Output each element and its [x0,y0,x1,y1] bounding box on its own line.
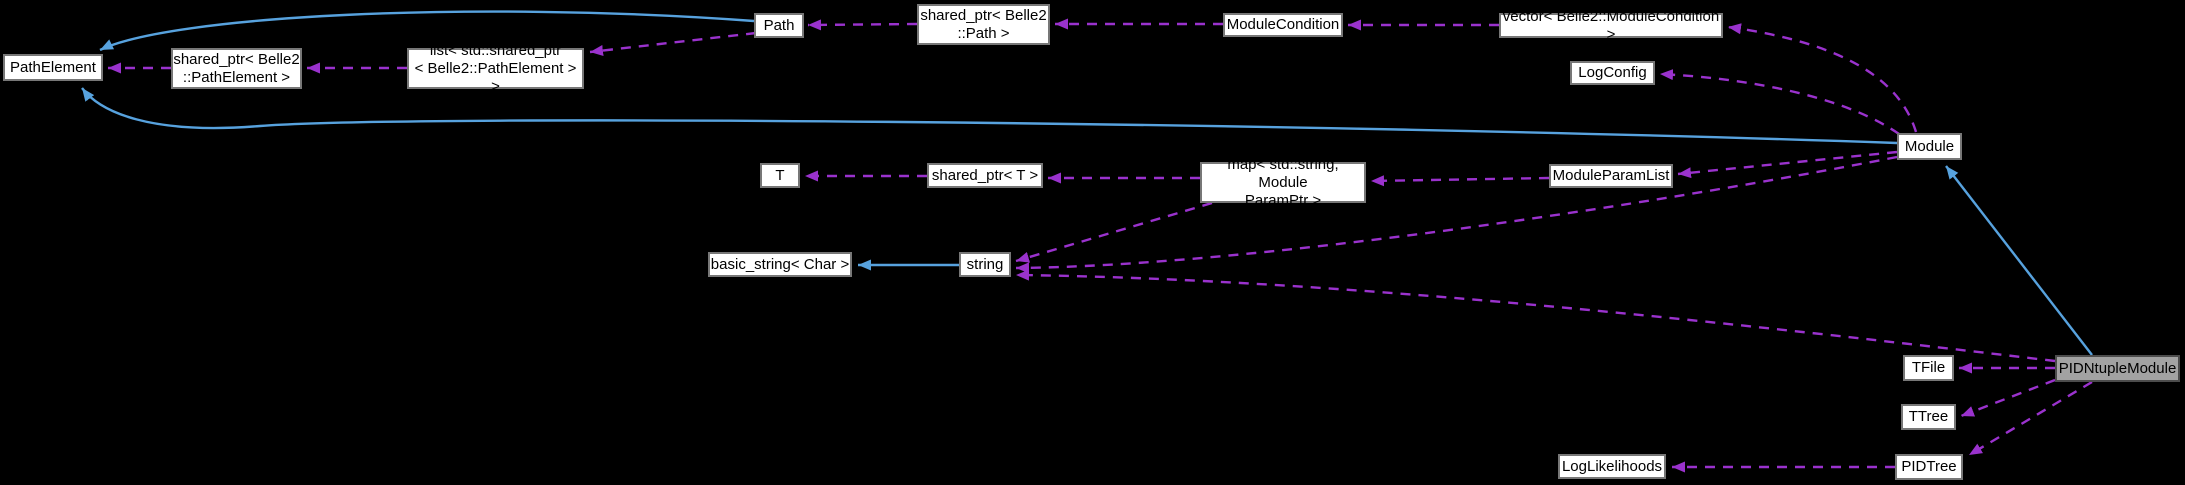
edge-path-to-list [589,31,757,56]
edge-module-to-vector [1727,23,1918,133]
node-modulecondition[interactable]: ModuleCondition [1223,13,1343,37]
edge-path-to-pathelement [99,10,755,52]
edge-moduleparamlist-to-map [1370,175,1550,187]
edge-pidntuplemodule-to-module [1945,165,2093,356]
node-t[interactable]: T [760,163,800,188]
node-path[interactable]: Path [754,13,804,38]
edge-map-to-string [1015,201,1213,263]
node-loglikelihoods[interactable]: LogLikelihoods [1558,454,1666,479]
node-list-shared-ptr-pathelement[interactable]: list< std::shared_ptr < Belle2::PathElem… [407,42,584,95]
node-shared-ptr-t[interactable]: shared_ptr< T > [927,163,1043,188]
node-string[interactable]: string [959,252,1011,277]
edge-module-to-moduleparamlist [1677,150,1898,179]
edge-module-to-logconfig [1659,69,1900,135]
edge-sppath-to-path [807,19,918,31]
node-shared-ptr-path[interactable]: shared_ptr< Belle2 ::Path > [917,4,1050,45]
edge-module-to-pathelement [81,87,1898,145]
node-pidtree[interactable]: PIDTree [1895,454,1963,480]
node-ttree[interactable]: TTree [1901,404,1956,430]
node-pathelement[interactable]: PathElement [3,54,103,81]
node-basic-string[interactable]: basic_string< Char > [708,252,852,277]
node-pidntuplemodule: PIDNtupleModule [2055,355,2180,382]
node-map-moduleparamptr[interactable]: map< std::string, Module ParamPtr > [1200,156,1366,209]
edge-module-to-string [1015,155,1898,274]
edge-pidntuplemodule-to-string [1015,269,2056,363]
node-moduleparamlist[interactable]: ModuleParamList [1549,164,1673,188]
node-shared-ptr-pathelement[interactable]: shared_ptr< Belle2 ::PathElement > [171,48,302,89]
node-vector-modulecondition[interactable]: vector< Belle2::ModuleCondition > [1499,8,1723,43]
edge-pidntuplemodule-to-pidtree [1968,380,2093,457]
node-tfile[interactable]: TFile [1903,355,1954,381]
node-logconfig[interactable]: LogConfig [1570,61,1655,85]
edge-pidntuplemodule-to-ttree [1960,378,2056,418]
node-module[interactable]: Module [1897,133,1962,160]
